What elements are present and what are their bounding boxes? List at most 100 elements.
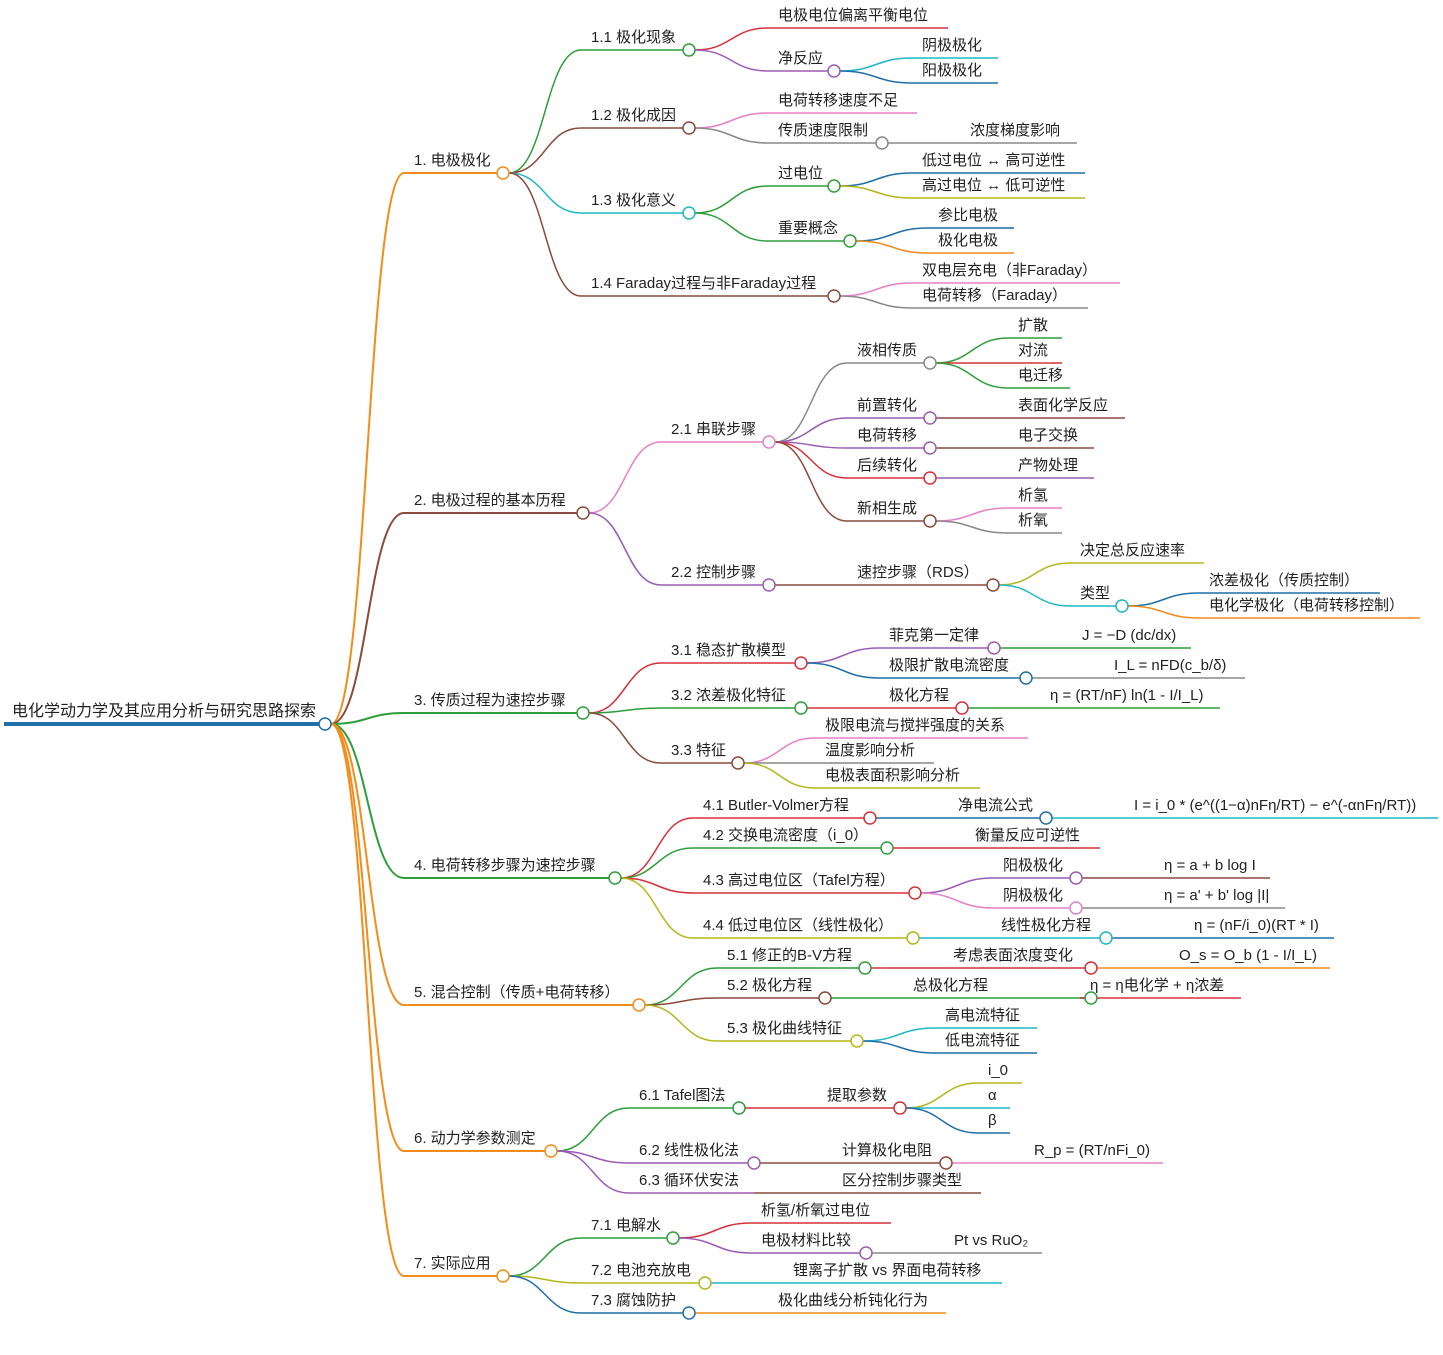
collapse-toggle-icon[interactable] bbox=[923, 356, 937, 370]
topic-label[interactable]: 温度影响分析 bbox=[825, 742, 915, 759]
collapse-toggle-icon[interactable] bbox=[1019, 671, 1033, 685]
collapse-toggle-icon[interactable] bbox=[1069, 901, 1083, 915]
collapse-toggle-icon[interactable] bbox=[850, 1034, 864, 1048]
collapse-toggle-icon[interactable] bbox=[818, 991, 832, 1005]
collapse-toggle-icon[interactable] bbox=[732, 1101, 746, 1115]
topic-label[interactable]: 阳极极化 bbox=[922, 62, 982, 79]
topic-label[interactable]: 传质速度限制 bbox=[778, 122, 868, 139]
topic-label[interactable]: 1.2 极化成因 bbox=[591, 107, 676, 124]
collapse-toggle-icon[interactable] bbox=[858, 961, 872, 975]
topic-label[interactable]: 析氢 bbox=[1018, 487, 1048, 504]
topic-label[interactable]: β bbox=[988, 1112, 997, 1129]
topic-label[interactable]: 2.1 串联步骤 bbox=[671, 421, 756, 438]
collapse-toggle-icon[interactable] bbox=[794, 701, 808, 715]
topic-label[interactable]: 5. 混合控制（传质+电荷转移） bbox=[414, 984, 619, 1001]
topic-label[interactable]: 阴极极化 bbox=[1003, 887, 1063, 904]
collapse-toggle-icon[interactable] bbox=[747, 1156, 761, 1170]
topic-label[interactable]: 4.4 低过电位区（线性极化） bbox=[703, 917, 893, 934]
collapse-toggle-icon[interactable] bbox=[987, 641, 1001, 655]
topic-label[interactable]: 新相生成 bbox=[857, 500, 917, 517]
topic-label[interactable]: 决定总反应速率 bbox=[1080, 541, 1185, 559]
collapse-toggle-icon[interactable] bbox=[1069, 871, 1083, 885]
topic-label[interactable]: 浓度梯度影响 bbox=[970, 122, 1060, 139]
collapse-toggle-icon[interactable] bbox=[1099, 931, 1113, 945]
topic-label[interactable]: 电极表面积影响分析 bbox=[825, 767, 960, 784]
collapse-toggle-icon[interactable] bbox=[955, 701, 969, 715]
collapse-toggle-icon[interactable] bbox=[682, 121, 696, 135]
topic-label[interactable]: 电荷转移速度不足 bbox=[778, 92, 898, 109]
topic-label[interactable]: 5.3 极化曲线特征 bbox=[727, 1020, 842, 1037]
topic-label[interactable]: 双电层充电（非Faraday） bbox=[922, 262, 1097, 279]
topic-label[interactable]: 类型 bbox=[1080, 585, 1110, 602]
collapse-toggle-icon[interactable] bbox=[608, 871, 622, 885]
topic-label[interactable]: 线性极化方程 bbox=[1001, 917, 1091, 934]
collapse-toggle-icon[interactable] bbox=[318, 717, 332, 731]
topic-label[interactable]: J = −D (dc/dx) bbox=[1082, 627, 1176, 644]
topic-label[interactable]: 锂离子扩散 vs 界面电荷转移 bbox=[793, 1262, 981, 1279]
topic-label[interactable]: 极化电极 bbox=[938, 232, 998, 249]
topic-label[interactable]: 净电流公式 bbox=[958, 797, 1033, 814]
collapse-toggle-icon[interactable] bbox=[544, 1144, 558, 1158]
collapse-toggle-icon[interactable] bbox=[923, 471, 937, 485]
collapse-toggle-icon[interactable] bbox=[880, 841, 894, 855]
topic-label[interactable]: 2. 电极过程的基本历程 bbox=[414, 492, 566, 509]
topic-label[interactable]: 4. 电荷转移步骤为速控步骤 bbox=[414, 857, 596, 874]
collapse-toggle-icon[interactable] bbox=[1115, 599, 1129, 613]
topic-label[interactable]: R_p = (RT/nFi_0) bbox=[1034, 1142, 1150, 1159]
topic-label[interactable]: 极限电流与搅拌强度的关系 bbox=[825, 717, 1005, 734]
topic-label[interactable]: 高电流特征 bbox=[945, 1007, 1020, 1024]
topic-label[interactable]: 2.2 控制步骤 bbox=[671, 564, 756, 581]
topic-label[interactable]: 析氢/析氧过电位 bbox=[761, 1202, 870, 1219]
collapse-toggle-icon[interactable] bbox=[908, 886, 922, 900]
topic-label[interactable]: 对流 bbox=[1018, 342, 1048, 359]
topic-label[interactable]: i_0 bbox=[988, 1062, 1008, 1079]
topic-label[interactable]: 5.2 极化方程 bbox=[727, 977, 812, 994]
topic-label[interactable]: 电化学极化（电荷转移控制） bbox=[1209, 597, 1404, 614]
topic-label[interactable]: 6.2 线性极化法 bbox=[639, 1142, 739, 1159]
topic-label[interactable]: 液相传质 bbox=[857, 342, 917, 359]
topic-label[interactable]: 1.1 极化现象 bbox=[591, 29, 676, 46]
topic-label[interactable]: η = a' + b' log |I| bbox=[1164, 887, 1269, 904]
topic-label[interactable]: 7.1 电解水 bbox=[591, 1217, 661, 1234]
topic-label[interactable]: 菲克第一定律 bbox=[889, 626, 979, 644]
collapse-toggle-icon[interactable] bbox=[682, 43, 696, 57]
topic-label[interactable]: 电荷转移（Faraday） bbox=[922, 287, 1067, 304]
collapse-toggle-icon[interactable] bbox=[576, 706, 590, 720]
topic-label[interactable]: I = i_0 * (e^((1−α)nFη/RT) − e^(-αnFη/RT… bbox=[1134, 797, 1416, 814]
topic-label[interactable]: 速控步骤（RDS） bbox=[857, 564, 979, 581]
topic-label[interactable]: η = a + b log I bbox=[1164, 857, 1256, 874]
topic-label[interactable]: η = η电化学 + η浓差 bbox=[1090, 977, 1224, 994]
topic-label[interactable]: 低电流特征 bbox=[945, 1032, 1020, 1049]
topic-label[interactable]: 6. 动力学参数测定 bbox=[414, 1130, 536, 1147]
topic-label[interactable]: 电子交换 bbox=[1018, 426, 1078, 444]
topic-label[interactable]: 4.1 Butler-Volmer方程 bbox=[703, 797, 849, 814]
collapse-toggle-icon[interactable] bbox=[794, 656, 808, 670]
topic-label[interactable]: 前置转化 bbox=[857, 397, 917, 414]
topic-label[interactable]: 7.3 腐蚀防护 bbox=[591, 1291, 676, 1309]
collapse-toggle-icon[interactable] bbox=[762, 578, 776, 592]
topic-label[interactable]: 表面化学反应 bbox=[1018, 396, 1108, 414]
topic-label[interactable]: 参比电极 bbox=[938, 207, 998, 224]
topic-label[interactable]: 提取参数 bbox=[827, 1087, 887, 1104]
topic-label[interactable]: 电迁移 bbox=[1018, 367, 1063, 384]
collapse-toggle-icon[interactable] bbox=[1084, 961, 1098, 975]
collapse-toggle-icon[interactable] bbox=[875, 136, 889, 150]
topic-label[interactable]: 电极材料比较 bbox=[761, 1231, 851, 1249]
topic-label[interactable]: 高过电位 ↔ 低可逆性 bbox=[922, 177, 1065, 194]
topic-label[interactable]: O_s = O_b (1 - I/I_L) bbox=[1179, 947, 1317, 964]
collapse-toggle-icon[interactable] bbox=[496, 1269, 510, 1283]
topic-label[interactable]: 极限扩散电流密度 bbox=[889, 657, 1009, 674]
collapse-toggle-icon[interactable] bbox=[939, 1156, 953, 1170]
collapse-toggle-icon[interactable] bbox=[666, 1231, 680, 1245]
topic-label[interactable]: 6.3 循环伏安法 bbox=[639, 1172, 739, 1189]
topic-label[interactable]: 1.4 Faraday过程与非Faraday过程 bbox=[591, 275, 816, 292]
topic-label[interactable]: 重要概念 bbox=[778, 219, 838, 237]
topic-label[interactable]: 4.3 高过电位区（Tafel方程） bbox=[703, 872, 895, 889]
topic-label[interactable]: Pt vs RuO₂ bbox=[954, 1232, 1028, 1249]
topic-label[interactable]: 析氧 bbox=[1018, 512, 1048, 529]
topic-label[interactable]: 后续转化 bbox=[857, 457, 917, 474]
collapse-toggle-icon[interactable] bbox=[827, 179, 841, 193]
topic-label[interactable]: η = (nF/i_0)(RT * I) bbox=[1194, 917, 1319, 934]
collapse-toggle-icon[interactable] bbox=[843, 234, 857, 248]
collapse-toggle-icon[interactable] bbox=[827, 64, 841, 78]
